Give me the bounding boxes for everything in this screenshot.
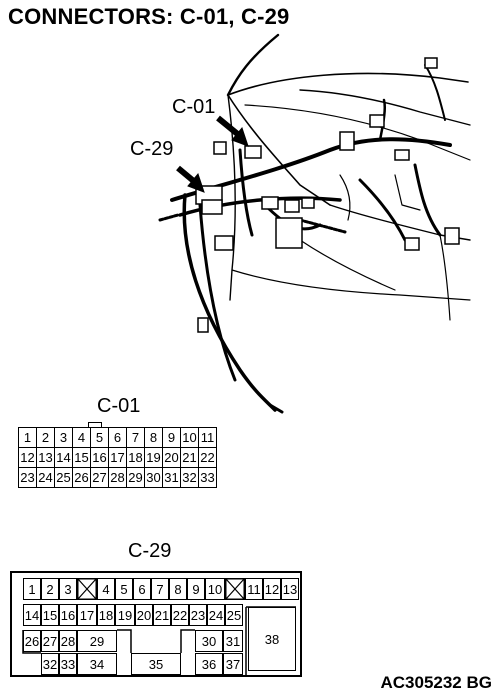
- c01-pin-16: 16: [90, 447, 109, 468]
- c29-pin-19: 19: [115, 604, 135, 626]
- c29-pin-31: 31: [223, 630, 243, 652]
- connector-c29-face: 1 2 3 4 5 6 7 8 9 10 11 12 13 14 15 16 1…: [10, 571, 302, 677]
- c01-pin-10: 10: [180, 427, 199, 448]
- page-title: CONNECTORS: C-01, C-29: [8, 4, 290, 29]
- c29-pin-10: 10: [205, 578, 225, 600]
- c01-pin-2: 2: [36, 427, 55, 448]
- c01-pin-26: 26: [72, 467, 91, 488]
- c01-pin-11: 11: [198, 427, 217, 448]
- c29-pin-15: 15: [41, 604, 59, 626]
- c01-pin-8: 8: [144, 427, 163, 448]
- c29-pin-7: 7: [151, 578, 169, 600]
- c01-pin-19: 19: [144, 447, 163, 468]
- c29-pin-32: 32: [41, 653, 59, 675]
- callout-label-c29: C-29: [130, 138, 174, 160]
- c01-pin-12: 12: [18, 447, 37, 468]
- c29-pin-12: 12: [263, 578, 281, 600]
- c01-pin-15: 15: [72, 447, 91, 468]
- c01-pin-25: 25: [54, 467, 73, 488]
- c29-pin-18: 18: [97, 604, 115, 626]
- c29-pin-6: 6: [133, 578, 151, 600]
- c01-pin-30: 30: [144, 467, 163, 488]
- c29-blank-cavity: [225, 578, 245, 600]
- c29-pin-11: 11: [245, 578, 263, 600]
- c29-pin-14: 14: [23, 604, 41, 626]
- c01-pin-31: 31: [162, 467, 181, 488]
- c01-pin-3: 3: [54, 427, 73, 448]
- c29-pin-24: 24: [207, 604, 225, 626]
- c01-pin-6: 6: [108, 427, 127, 448]
- c29-pin-25: 25: [225, 604, 243, 626]
- connector-c29-label: C-29: [128, 540, 172, 562]
- connector-c01-lock-tab: [88, 422, 102, 428]
- c01-pin-28: 28: [108, 467, 127, 488]
- c01-pin-21: 21: [180, 447, 199, 468]
- c29-pin-28: 28: [59, 630, 77, 652]
- c01-pin-24: 24: [36, 467, 55, 488]
- c29-pin-13: 13: [281, 578, 299, 600]
- c29-pin-8: 8: [169, 578, 187, 600]
- connector-c29-key-outlines: [22, 606, 296, 675]
- c01-pin-14: 14: [54, 447, 73, 468]
- c29-blank-cavity: [77, 578, 97, 600]
- c29-pin-33: 33: [59, 653, 77, 675]
- c29-pin-9: 9: [187, 578, 205, 600]
- figure-reference-code: AC305232 BG: [380, 673, 492, 692]
- c29-pin-21: 21: [153, 604, 171, 626]
- c29-pin-17: 17: [77, 604, 97, 626]
- c29-pin-36: 36: [195, 653, 223, 675]
- c01-pin-9: 9: [162, 427, 181, 448]
- c29-pin-1: 1: [23, 578, 41, 600]
- c29-pin-30: 30: [195, 630, 223, 652]
- c29-pin-3: 3: [59, 578, 77, 600]
- c01-pin-1: 1: [18, 427, 37, 448]
- callout-label-c01: C-01: [172, 96, 216, 118]
- connector-c01-label: C-01: [97, 395, 141, 417]
- c29-pin-35: 35: [131, 653, 181, 675]
- c29-pin-16: 16: [59, 604, 77, 626]
- c01-pin-4: 4: [72, 427, 91, 448]
- c01-pin-18: 18: [126, 447, 145, 468]
- c29-pin-2: 2: [41, 578, 59, 600]
- c01-pin-13: 13: [36, 447, 55, 468]
- c29-pin-26: 26: [23, 630, 41, 652]
- c01-pin-20: 20: [162, 447, 181, 468]
- c01-pin-27: 27: [90, 467, 109, 488]
- c29-pin-37: 37: [223, 653, 243, 675]
- c01-pin-32: 32: [180, 467, 199, 488]
- c29-pin-22: 22: [171, 604, 189, 626]
- c01-pin-29: 29: [126, 467, 145, 488]
- c01-pin-23: 23: [18, 467, 37, 488]
- c29-pin-23: 23: [189, 604, 207, 626]
- c29-pin-29: 29: [77, 630, 117, 652]
- dashboard-harness-illustration: [158, 33, 471, 414]
- c01-pin-22: 22: [198, 447, 217, 468]
- c01-pin-5: 5: [90, 427, 109, 448]
- c29-pin-4: 4: [97, 578, 115, 600]
- c29-pin-5: 5: [115, 578, 133, 600]
- c01-pin-33: 33: [198, 467, 217, 488]
- c29-pin-27: 27: [41, 630, 59, 652]
- c01-pin-17: 17: [108, 447, 127, 468]
- c29-pin-20: 20: [135, 604, 153, 626]
- c01-pin-7: 7: [126, 427, 145, 448]
- c29-pin-34: 34: [77, 653, 117, 675]
